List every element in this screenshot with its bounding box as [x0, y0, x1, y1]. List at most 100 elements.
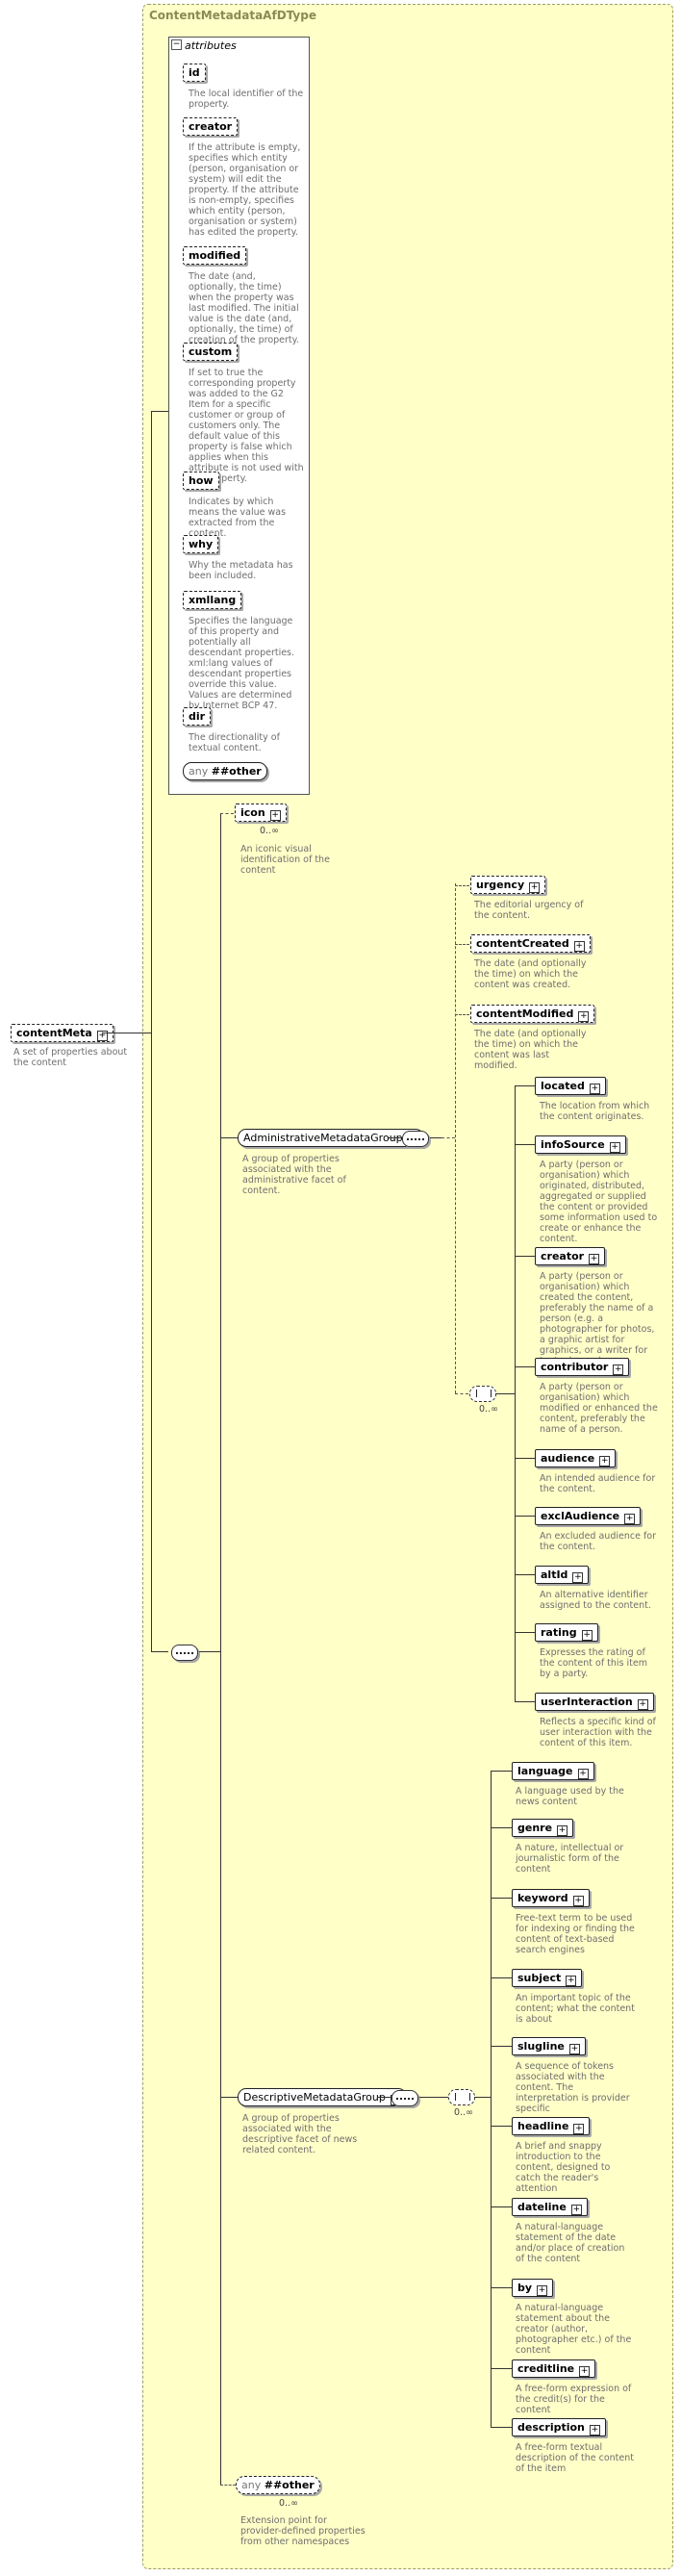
element-slugline[interactable]: slugline+: [512, 2037, 586, 2055]
element-label: creditline: [517, 2362, 575, 2375]
element-userinteraction[interactable]: userInteraction +: [535, 1693, 654, 1711]
expand-icon[interactable]: +: [269, 810, 281, 821]
element-description: An alternative identifier assigned to th…: [540, 1590, 651, 1611]
element-description[interactable]: description+: [512, 2418, 606, 2436]
connector: [220, 1137, 238, 1138]
element-description: A brief and snappy introduction to the c…: [516, 2141, 611, 2194]
element-contributor[interactable]: contributor+: [535, 1358, 630, 1376]
expand-icon[interactable]: +: [537, 2285, 548, 2296]
type-title: ContentMetadataAfDType: [149, 9, 316, 22]
attribute-description: The local identifier of the property.: [189, 89, 304, 110]
attribute-creator[interactable]: creator: [183, 117, 239, 136]
expand-icon[interactable]: +: [570, 2205, 582, 2215]
element-dateline[interactable]: dateline+: [512, 2198, 588, 2216]
attribute-why[interactable]: why: [183, 535, 219, 553]
connector: [491, 1827, 512, 1828]
attribute-description: If set to true the corresponding propert…: [189, 368, 304, 484]
element-infosource[interactable]: infoSource +: [535, 1135, 626, 1154]
expand-icon[interactable]: +: [581, 1630, 593, 1641]
element-rating[interactable]: rating+: [535, 1623, 598, 1642]
attribute-how[interactable]: how: [183, 472, 219, 490]
choice-compositor[interactable]: [469, 1386, 496, 1402]
expand-icon[interactable]: +: [577, 1769, 589, 1779]
connector: [491, 1771, 492, 2428]
expand-icon[interactable]: +: [572, 1572, 584, 1583]
element-audience[interactable]: audience +: [535, 1449, 617, 1467]
group-administrative[interactable]: AdministrativeMetadataGroup+: [238, 1129, 424, 1147]
expand-icon[interactable]: +: [613, 1365, 624, 1375]
expand-icon[interactable]: +: [589, 1084, 600, 1094]
element-keyword[interactable]: keyword+: [512, 1889, 590, 1907]
element-urgency[interactable]: urgency +: [470, 876, 546, 894]
any-other-element[interactable]: any ##other: [236, 2476, 320, 2494]
expand-icon[interactable]: +: [579, 2366, 591, 2377]
sequence-compositor[interactable]: [171, 1645, 198, 1661]
connector: [455, 1014, 469, 1015]
connector: [515, 1144, 535, 1145]
expand-icon[interactable]: +: [573, 2124, 585, 2134]
attribute-xmllang[interactable]: xmllang: [183, 591, 242, 609]
connector: [455, 883, 456, 1393]
element-label: urgency: [476, 879, 525, 891]
element-creditline[interactable]: creditline +: [512, 2359, 596, 2378]
attributes-box: [168, 37, 310, 795]
connector: [491, 2046, 512, 2047]
element-exclaudience[interactable]: exclAudience+: [535, 1507, 642, 1525]
sequence-compositor[interactable]: [402, 1131, 429, 1147]
expand-icon[interactable]: +: [568, 2044, 580, 2054]
expand-icon[interactable]: +: [529, 882, 541, 893]
connector: [441, 1137, 455, 1138]
expand-icon[interactable]: +: [96, 1031, 108, 1041]
element-description-text: A free-form textual description of the c…: [516, 2442, 634, 2474]
expand-icon[interactable]: +: [609, 1142, 620, 1153]
element-icon[interactable]: icon+: [235, 803, 287, 822]
element-label: audience: [541, 1452, 595, 1465]
collapse-icon[interactable]: −: [171, 39, 182, 50]
attribute-any-other[interactable]: any ##other: [183, 762, 267, 780]
expand-icon[interactable]: +: [572, 1896, 584, 1906]
element-description: A party (person or organisation) which o…: [540, 1160, 658, 1244]
element-genre[interactable]: genre+: [512, 1819, 574, 1837]
attribute-custom[interactable]: custom: [183, 343, 239, 361]
attribute-dir[interactable]: dir: [183, 707, 212, 726]
attribute-id[interactable]: id: [183, 64, 206, 82]
element-contentcreated[interactable]: contentCreated+: [470, 934, 591, 953]
element-subject[interactable]: subject+: [512, 1969, 583, 1987]
element-description: The date (and optionally the time) on wh…: [474, 958, 587, 990]
choice-compositor[interactable]: [448, 2089, 475, 2105]
element-creator[interactable]: creator+: [535, 1247, 606, 1265]
element-label: headline: [517, 2120, 569, 2132]
element-contentmodified[interactable]: contentModified+: [470, 1005, 595, 1023]
expand-icon[interactable]: +: [589, 2425, 600, 2436]
any-name: ##other: [211, 765, 262, 778]
expand-icon[interactable]: +: [557, 1825, 568, 1836]
connector: [491, 1898, 512, 1899]
expand-icon[interactable]: +: [589, 1254, 600, 1264]
expand-icon[interactable]: +: [637, 1699, 648, 1710]
element-language[interactable]: language +: [512, 1762, 594, 1780]
root-element-contentmeta[interactable]: contentMeta+: [11, 1024, 114, 1042]
element-label: userInteraction: [541, 1696, 633, 1708]
expand-icon[interactable]: +: [573, 941, 585, 952]
element-description: An iconic visual identification of the c…: [240, 844, 330, 876]
expand-icon[interactable]: +: [566, 1976, 577, 1986]
connector: [515, 1085, 535, 1086]
expand-icon[interactable]: +: [624, 1514, 636, 1524]
element-description: An intended audience for the content.: [540, 1473, 656, 1494]
element-altid[interactable]: altId+: [535, 1566, 590, 1584]
connector: [495, 1393, 515, 1394]
element-headline[interactable]: headline +: [512, 2117, 591, 2135]
element-label: infoSource: [541, 1138, 605, 1151]
expand-icon[interactable]: +: [578, 1011, 590, 1022]
attribute-description: Specifies the language of this property …: [189, 616, 295, 711]
element-label: slugline: [517, 2040, 565, 2053]
connector: [199, 1651, 220, 1652]
element-label: language: [517, 1765, 573, 1777]
element-located[interactable]: located+: [535, 1077, 606, 1095]
any-name: ##other: [264, 2479, 315, 2491]
element-description: A language used by the news content: [516, 1786, 624, 1807]
expand-icon[interactable]: +: [599, 1456, 611, 1467]
sequence-compositor[interactable]: [391, 2090, 418, 2106]
element-by[interactable]: by+: [512, 2279, 554, 2297]
attribute-modified[interactable]: modified: [183, 246, 247, 265]
